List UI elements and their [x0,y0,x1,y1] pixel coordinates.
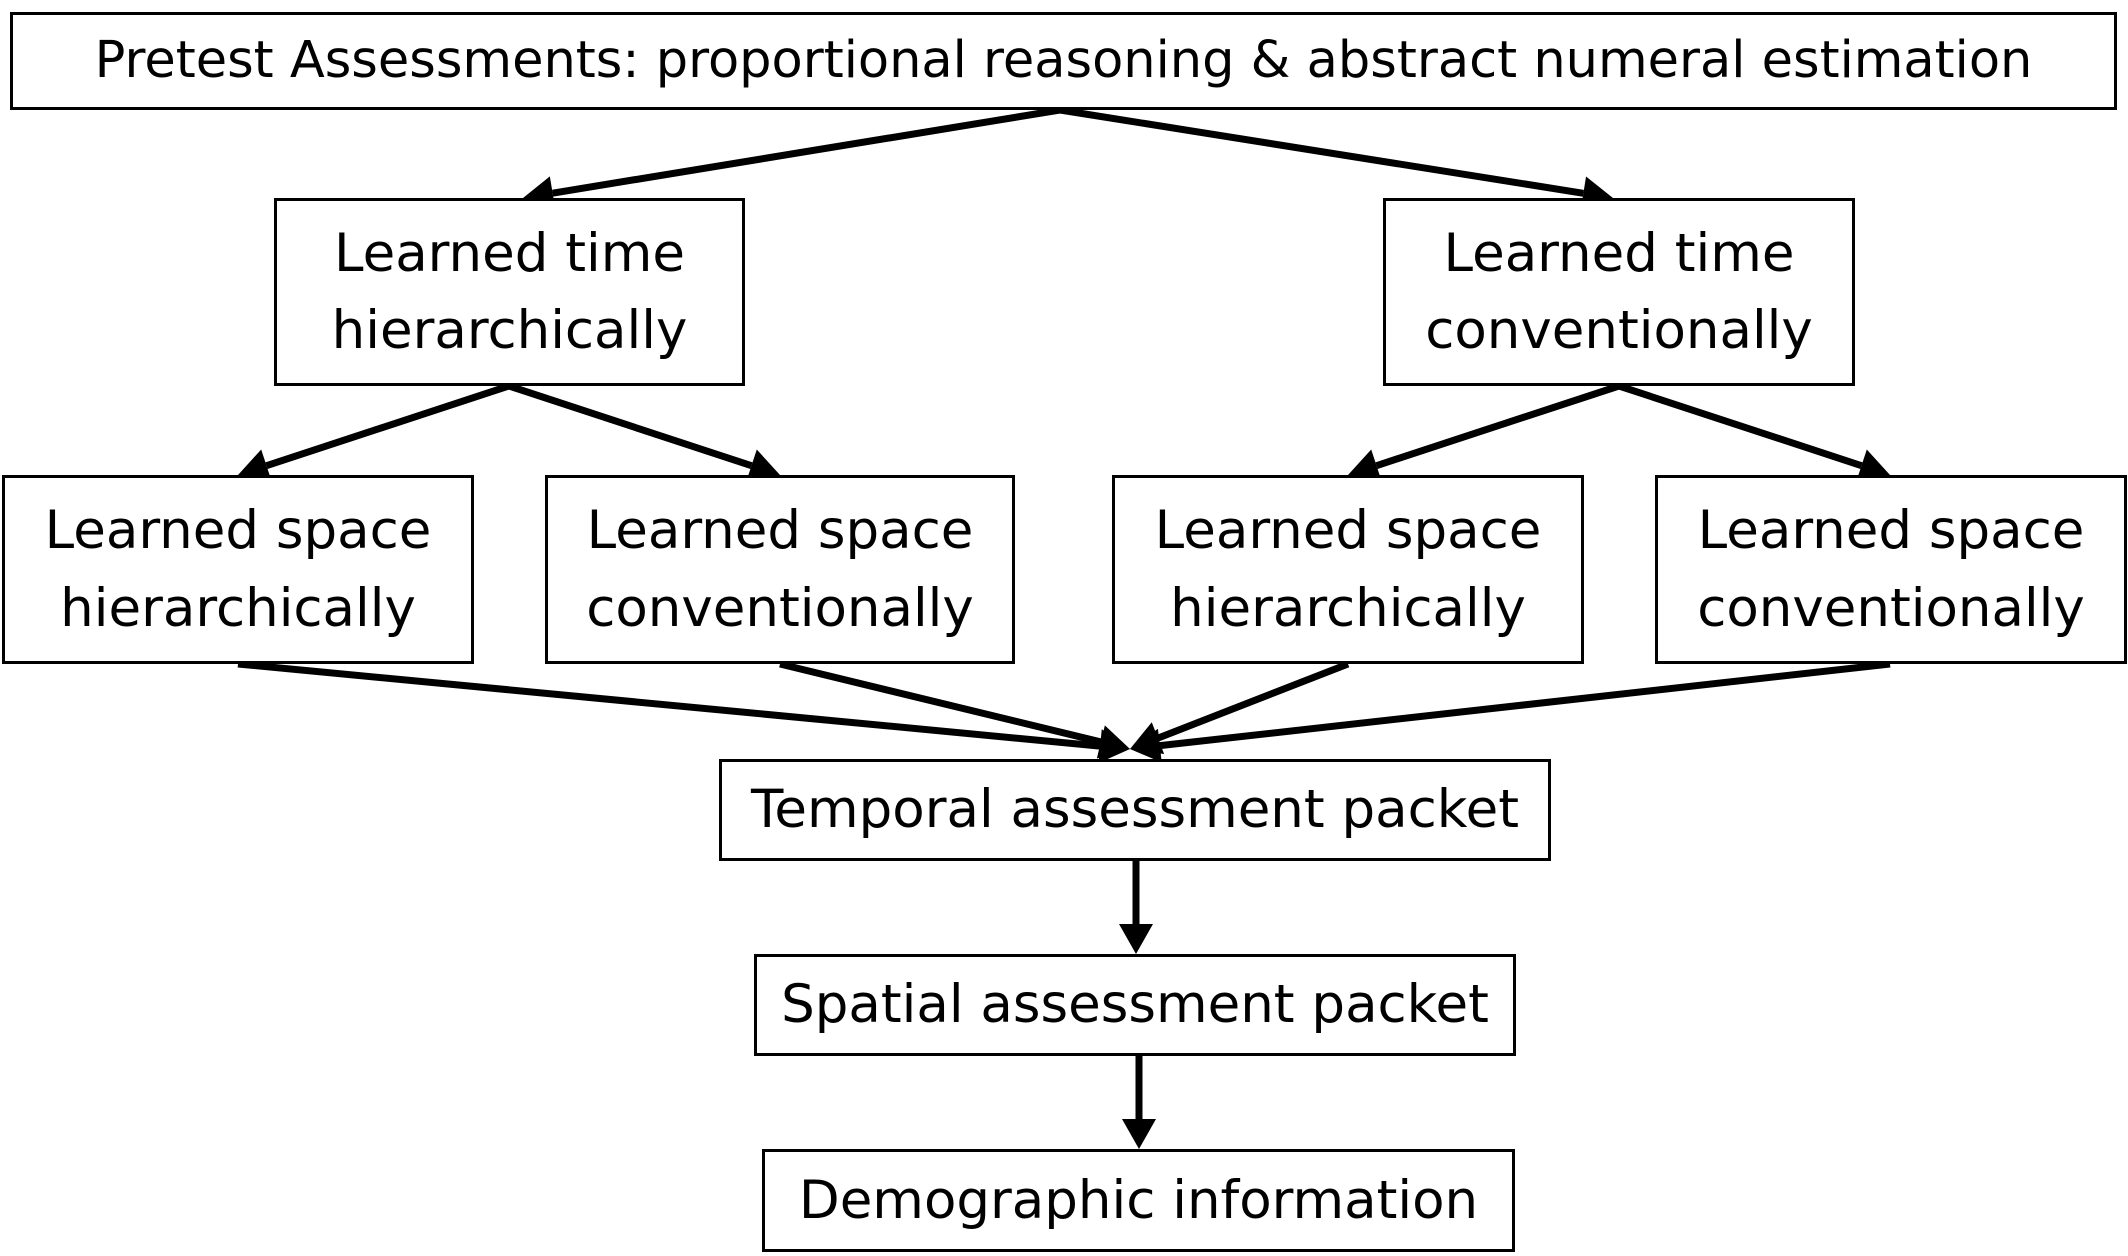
node-label: Pretest Assessments: proportional reason… [94,30,2033,90]
node-label: Temporal assessment packet [751,779,1519,841]
arrowhead-icon [1130,728,1162,763]
node-label-line1: Learned time [1443,222,1795,284]
node-demographic-information: Demographic information [762,1149,1515,1252]
node-learned-space-hierarchically-left: Learned space hierarchically [2,475,474,664]
edge-spatial-packet-to-demographic [1122,1056,1156,1149]
node-label-line1: Learned space [1154,500,1542,562]
edge-line [237,660,1101,750]
node-label-line1: Learned time [334,222,685,284]
arrowhead-icon [1856,449,1890,482]
edge-line [779,660,1102,746]
edge-time-hierarchical-to-space-hierarchical-a [238,382,511,482]
node-learned-space-conventionally-left: Learned space conventionally [545,475,1015,664]
edge-temporal-packet-to-spatial-packet [1119,861,1153,954]
edge-time-conventional-to-space-hierarchical-b [1348,382,1621,482]
node-label-line2: hierarchically [331,300,688,361]
node-learned-space-hierarchically-right: Learned space hierarchically [1112,475,1584,664]
node-spatial-assessment-packet: Spatial assessment packet [754,954,1516,1056]
edge-time-conventional-to-space-conventional-b [1617,382,1890,482]
node-temporal-assessment-packet: Temporal assessment packet [719,759,1551,861]
node-label-line1: Learned space [44,500,432,562]
edge-line [1059,106,1584,197]
node-label: Demographic information [798,1169,1479,1231]
edge-pretest-to-time-hierarchical [523,106,1061,210]
edge-line [507,382,753,469]
edge-line [552,106,1061,197]
node-learned-space-conventionally-right: Learned space conventionally [1655,475,2127,664]
node-label-line2: conventionally [1697,577,2085,639]
arrowhead-icon [746,449,780,482]
node-pretest-assessments: Pretest Assessments: proportional reason… [10,12,2117,110]
node-label-line1: Learned space [586,500,974,562]
node-learned-time-hierarchically: Learned time hierarchically [274,198,745,386]
edge-pretest-to-time-conventional [1059,106,1613,211]
node-label-line2: conventionally [1425,300,1813,361]
node-label-line1: Learned space [1697,500,2085,562]
edge-space-conventional-b-to-temporal-packet [1130,660,1891,763]
node-label-line2: conventionally [586,577,974,639]
node-label-line2: hierarchically [60,577,416,639]
edge-line [265,382,511,469]
edge-line [1159,660,1891,750]
edge-line [1156,660,1350,742]
edge-line [1617,382,1863,469]
arrowhead-icon [1096,725,1130,759]
edge-space-conventional-a-to-temporal-packet [779,660,1130,759]
node-learned-time-conventionally: Learned time conventionally [1383,198,1855,386]
node-label: Spatial assessment packet [781,974,1489,1036]
arrowhead-icon [1119,924,1153,954]
arrowhead-icon [1348,449,1382,482]
edge-time-hierarchical-to-space-conventional-a [507,382,780,482]
edge-line [1375,382,1621,469]
arrowhead-icon [238,449,272,482]
node-label-line2: hierarchically [1170,577,1526,639]
edge-space-hierarchical-b-to-temporal-packet [1130,660,1350,754]
arrowhead-icon [1122,1119,1156,1149]
